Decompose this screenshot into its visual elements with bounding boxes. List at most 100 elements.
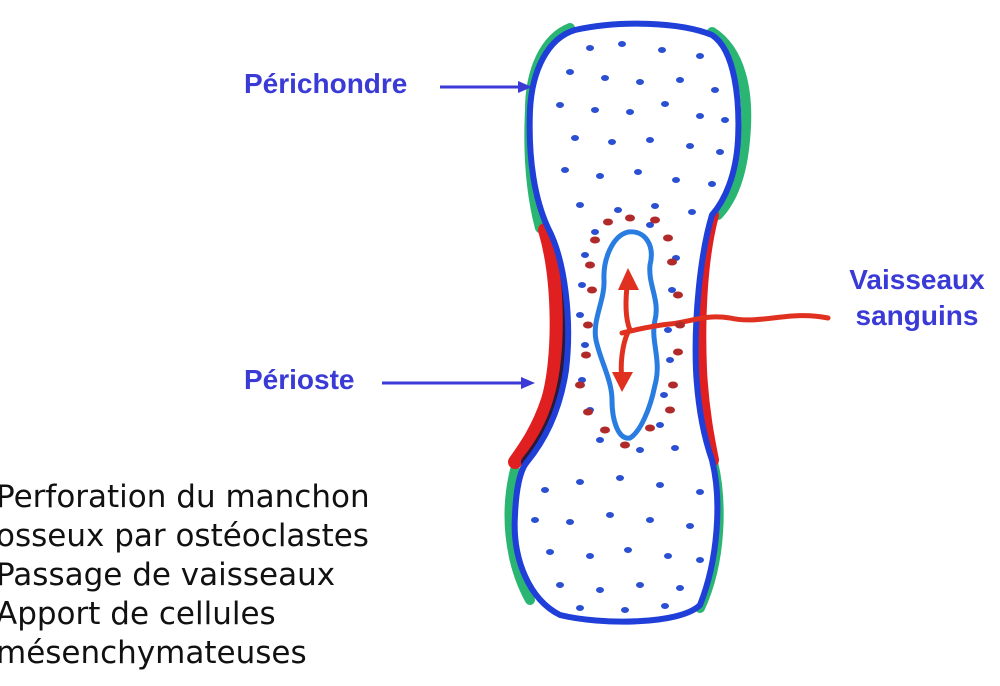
cell-dot: [566, 69, 574, 75]
cell-dot: [583, 408, 593, 416]
perichondrium-upper-right: [707, 27, 752, 220]
note-line: Perforation du manchon: [0, 479, 370, 515]
cell-dot: [664, 327, 672, 333]
cell-dot: [696, 53, 704, 59]
cell-dot: [581, 351, 591, 359]
label-vaisseaux-line1: Vaisseaux: [849, 264, 985, 295]
cell-dot: [656, 422, 664, 428]
note-line: mésenchymateuses: [0, 635, 307, 671]
label-vaisseaux-line2: sanguins: [855, 300, 979, 331]
cell-dot: [634, 169, 642, 175]
cell-dot: [668, 287, 676, 293]
cell-dot: [646, 517, 654, 523]
cell-dot: [578, 282, 586, 288]
cell-dot: [696, 113, 704, 119]
cell-dot: [716, 149, 724, 155]
cell-dot: [663, 234, 673, 242]
cell-dot: [561, 167, 569, 173]
cell-dot: [625, 214, 635, 222]
cell-dot: [658, 47, 666, 53]
cell-dot: [645, 424, 655, 432]
cell-dot: [666, 357, 674, 363]
cell-dot: [601, 75, 609, 81]
cell-dot: [596, 173, 604, 179]
cell-dot: [576, 202, 584, 208]
cell-dot: [686, 143, 694, 149]
marrow-cavity: [592, 229, 660, 441]
cell-dot: [646, 137, 654, 143]
cell-dot: [636, 79, 644, 85]
cell-dot: [711, 87, 719, 93]
cell-dot: [676, 77, 684, 83]
cell-dot: [667, 258, 677, 266]
cell-dot: [696, 489, 704, 495]
cell-dot: [566, 519, 574, 525]
cell-dot: [556, 102, 564, 108]
cell-dot: [576, 479, 584, 485]
label-perioste: Périoste: [244, 364, 355, 395]
cell-dot: [636, 447, 644, 453]
cell-dot: [596, 437, 604, 443]
periosteum-left: [508, 223, 564, 469]
cell-dot: [606, 512, 614, 518]
cell-dot: [668, 381, 678, 389]
vessel-arrow-down-head: [612, 372, 633, 392]
cell-dot: [576, 605, 584, 611]
blood-vessel: [619, 313, 831, 336]
cell-dot: [708, 181, 716, 187]
cell-dot: [576, 312, 584, 318]
cell-dot: [661, 101, 669, 107]
cell-dot: [621, 607, 629, 613]
cell-dot: [571, 135, 579, 141]
cell-dot: [556, 582, 564, 588]
cell-dot: [586, 553, 594, 559]
cell-dot: [651, 203, 659, 209]
cell-dot: [590, 236, 600, 244]
cell-dot: [686, 523, 694, 529]
note-line: Passage de vaisseaux: [0, 557, 336, 593]
cell-dot: [660, 392, 668, 398]
cell-dot: [688, 209, 696, 215]
cell-dot: [596, 587, 604, 593]
cell-dot: [672, 177, 680, 183]
cell-dot: [608, 139, 616, 145]
perichondrium-lower-left: [504, 465, 535, 605]
cell-dots-red: [575, 214, 685, 449]
perichondre-arrow-head: [518, 81, 532, 93]
cell-dot: [721, 117, 729, 123]
cell-dot: [591, 107, 599, 113]
cell-dot: [541, 487, 549, 493]
label-perichondre: Périchondre: [244, 68, 408, 99]
cell-dot: [656, 482, 664, 488]
cell-dot: [531, 517, 539, 523]
cell-dot: [673, 291, 683, 299]
cell-dot: [616, 475, 624, 481]
cell-dot: [661, 603, 669, 609]
perioste-arrow-head: [521, 377, 535, 389]
vessel-arrow-up-head: [618, 268, 639, 290]
cell-dot: [646, 222, 654, 228]
cell-dot: [665, 406, 675, 414]
cell-dot: [676, 585, 684, 591]
cell-dot: [626, 109, 634, 115]
cell-dot: [586, 45, 594, 51]
label-vaisseaux-sanguins: Vaisseaux sanguins: [842, 262, 992, 334]
cell-dot: [620, 441, 630, 449]
cell-dot: [636, 582, 644, 588]
cell-dot: [583, 321, 593, 329]
cell-dot: [671, 445, 679, 451]
cell-dot: [603, 218, 613, 226]
cell-dot: [581, 342, 589, 348]
cell-dot: [618, 41, 626, 47]
cell-dot: [675, 321, 685, 329]
cell-dot: [696, 557, 704, 563]
notes-text-block: Perforation du manchon osseux par ostéoc…: [0, 478, 370, 673]
note-line: osseux par ostéoclastes: [0, 518, 369, 554]
cell-dot: [575, 381, 585, 389]
cell-dot: [624, 547, 632, 553]
cell-dot: [600, 426, 610, 434]
cell-dot: [664, 553, 672, 559]
cell-dot: [581, 252, 589, 258]
cell-dot: [585, 261, 595, 269]
